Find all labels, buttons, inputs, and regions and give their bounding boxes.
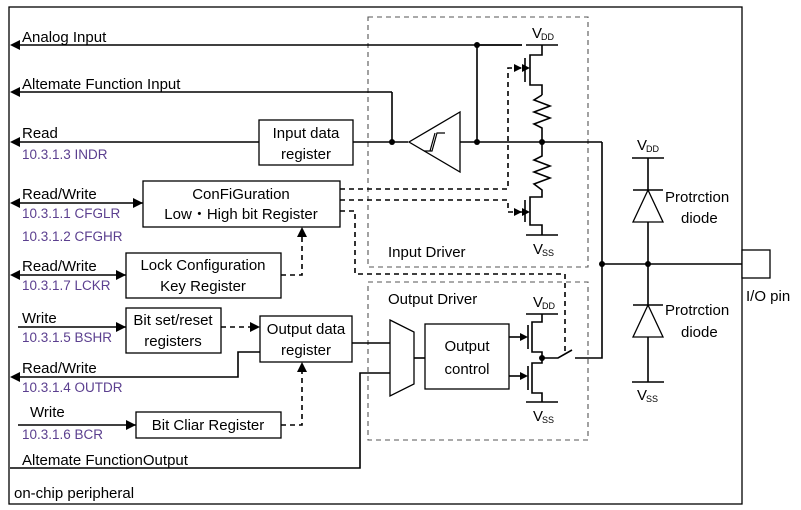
lower-diode-label-2: diode <box>681 324 718 341</box>
configuration-register: ConFiGuration Low・High bit Register <box>142 180 341 228</box>
svg-text:Lock Configuration: Lock Configuration <box>140 257 265 274</box>
svg-text:V: V <box>637 387 647 404</box>
svg-text:SS: SS <box>542 248 554 258</box>
cfglr-ref: 10.3.1.1 CFGLR <box>22 206 121 221</box>
read-label: Read <box>22 125 58 142</box>
lckr-read-write-label: Read/Write <box>22 258 97 275</box>
output-multiplexer <box>389 318 415 398</box>
svg-text:ConFiGuration: ConFiGuration <box>192 186 290 203</box>
svg-text:registers: registers <box>144 333 202 350</box>
svg-text:V: V <box>533 241 543 258</box>
schmitt-trigger-buffer <box>407 110 461 174</box>
svg-text:register: register <box>281 146 331 163</box>
bcr-write-label: Write <box>30 404 65 421</box>
output-transistors: V DD V SS <box>526 142 603 425</box>
output-driver-region <box>367 281 589 441</box>
lock-configuration-register: Lock Configuration Key Register <box>125 252 282 299</box>
lckr-ref: 10.3.1.7 LCKR <box>22 278 111 293</box>
bit-clear-register: Bit Cliar Register <box>135 411 282 439</box>
svg-text:Input data: Input data <box>273 125 340 142</box>
svg-text:DD: DD <box>541 32 554 42</box>
protection-diodes: V DD Protrction diode V SS Protrction di… <box>631 137 729 404</box>
input-pullup-network: V DD V SS <box>522 25 558 258</box>
bcr-ref: 10.3.1.6 BCR <box>22 427 103 442</box>
svg-text:V: V <box>637 137 647 154</box>
io-pin <box>741 249 771 279</box>
input-data-register: Input data register <box>258 119 354 166</box>
svg-text:Key Register: Key Register <box>160 278 246 295</box>
cfghr-ref: 10.3.1.2 CFGHR <box>22 229 123 244</box>
input-driver-label: Input Driver <box>388 244 466 261</box>
peripheral-label: on-chip peripheral <box>14 485 134 502</box>
outdr-read-write-label: Read/Write <box>22 360 97 377</box>
output-control-block: Output control <box>424 323 510 390</box>
alternate-function-input-label: Altemate Function Input <box>22 76 181 93</box>
svg-text:DD: DD <box>646 144 659 154</box>
svg-text:Low・High bit Register: Low・High bit Register <box>164 206 317 223</box>
output-driver-label: Output Driver <box>388 291 477 308</box>
bshr-ref: 10.3.1.5 BSHR <box>22 330 112 345</box>
upper-diode-label: Protrction <box>665 189 729 206</box>
io-pin-label: I/O pin <box>746 288 790 305</box>
cfg-read-write-label: Read/Write <box>22 186 97 203</box>
svg-text:V: V <box>533 408 543 425</box>
svg-text:V: V <box>533 294 543 311</box>
svg-text:Bit Cliar Register: Bit Cliar Register <box>152 417 265 434</box>
svg-text:SS: SS <box>542 415 554 425</box>
outdr-ref: 10.3.1.4 OUTDR <box>22 380 123 395</box>
svg-text:Bit set/reset: Bit set/reset <box>133 312 213 329</box>
analog-input-line: Analog Input <box>10 29 522 50</box>
bshr-write-label: Write <box>22 310 57 327</box>
svg-text:control: control <box>444 361 489 378</box>
svg-text:register: register <box>281 342 331 359</box>
upper-diode-label-2: diode <box>681 210 718 227</box>
read-ref: 10.3.1.3 INDR <box>22 147 108 162</box>
bit-set-reset-registers: Bit set/reset registers <box>125 307 222 354</box>
read-line: Read 10.3.1.3 INDR <box>10 125 259 162</box>
output-data-register: Output data register <box>259 315 353 363</box>
alternate-function-output-label: Altemate FunctionOutput <box>22 452 189 469</box>
svg-text:V: V <box>532 25 542 42</box>
analog-input-label: Analog Input <box>22 29 107 46</box>
lower-diode-label: Protrction <box>665 302 729 319</box>
svg-text:Output data: Output data <box>267 321 346 338</box>
svg-text:DD: DD <box>542 301 555 311</box>
svg-text:SS: SS <box>646 394 658 404</box>
svg-text:Output: Output <box>444 338 490 355</box>
